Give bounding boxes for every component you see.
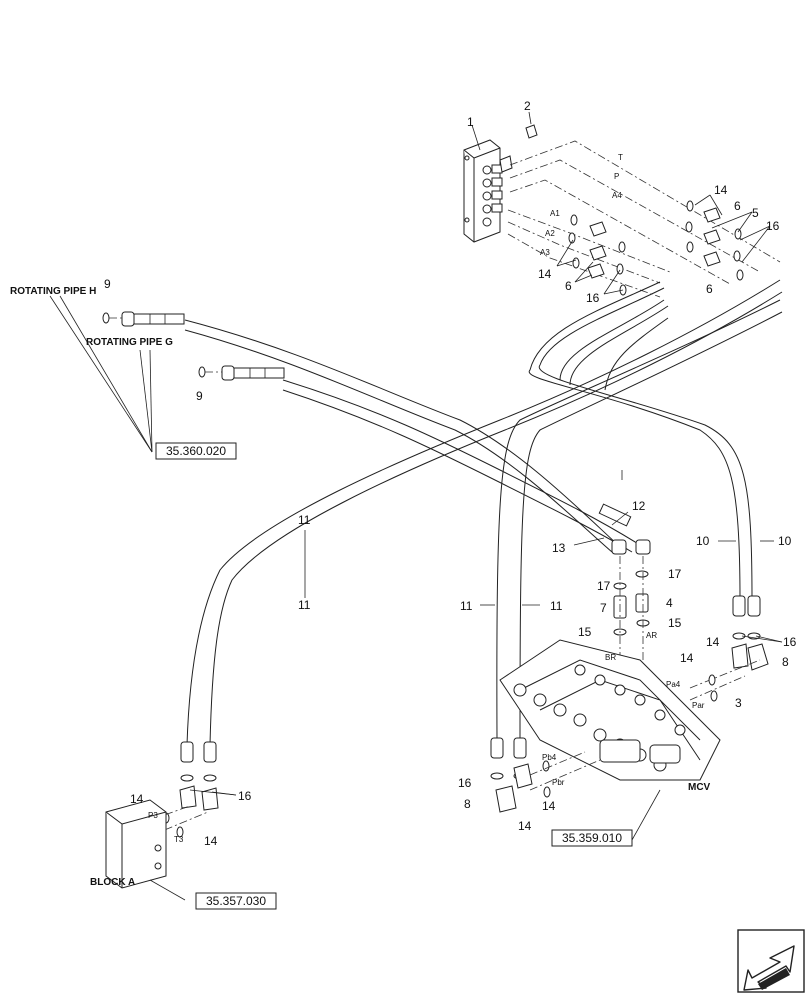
callout-14: 14 xyxy=(542,799,556,813)
callout-16: 16 xyxy=(586,291,600,305)
ref-35357-text: 35.357.030 xyxy=(206,894,266,908)
previous-page-arrow-icon[interactable] xyxy=(737,929,805,993)
label-mcv: MCV xyxy=(688,782,711,793)
callout-16: 16 xyxy=(238,789,252,803)
callout-12: 12 xyxy=(632,499,646,513)
port-label-a3: A3 xyxy=(540,248,550,257)
port-label-pbr: Pbr xyxy=(552,778,565,787)
rotating-pipe-couplings xyxy=(102,311,285,381)
callout-14: 14 xyxy=(130,792,144,806)
callout-11: 11 xyxy=(298,598,311,612)
callout-16: 16 xyxy=(458,776,472,790)
callout-4: 4 xyxy=(666,596,673,610)
callout-15: 15 xyxy=(668,616,682,630)
callout-17: 17 xyxy=(668,567,682,581)
callout-14: 14 xyxy=(706,635,720,649)
callout-16: 16 xyxy=(766,219,780,233)
port-label-pb4: Pb4 xyxy=(542,753,557,762)
port-label-p: P xyxy=(614,172,619,181)
callout-13: 13 xyxy=(552,541,566,555)
valve-block-1 xyxy=(463,139,513,243)
port-lines-top xyxy=(507,140,781,298)
callout-14: 14 xyxy=(538,267,552,281)
label-block-a: BLOCK A xyxy=(90,877,135,888)
callout-8: 8 xyxy=(464,797,471,811)
plug-2 xyxy=(525,111,538,139)
label-rotating-pipe-g: ROTATING PIPE G xyxy=(86,337,173,348)
block-a-fittings xyxy=(149,741,219,838)
ref-box-35360[interactable]: 35.360.020 xyxy=(155,442,237,460)
center-fittings xyxy=(598,503,651,700)
callout-14: 14 xyxy=(714,183,728,197)
mcv-control-valve xyxy=(499,639,721,781)
port-label-t: T xyxy=(618,153,623,162)
callout-14: 14 xyxy=(518,819,532,833)
callout-11: 11 xyxy=(298,513,311,527)
block-a xyxy=(105,799,167,889)
callout-3: 3 xyxy=(735,696,742,710)
callout-6: 6 xyxy=(734,199,741,213)
ref-35359-text: 35.359.010 xyxy=(562,831,622,845)
callout-6: 6 xyxy=(565,279,572,293)
bottom-elbow-fittings xyxy=(490,737,601,813)
port-label-a2: A2 xyxy=(545,229,555,238)
callout-2: 2 xyxy=(524,99,531,113)
fittings-left-group xyxy=(568,214,627,296)
callout-11: 11 xyxy=(460,599,473,613)
port-label-pa4: Pa4 xyxy=(666,680,681,689)
ref-box-35357[interactable]: 35.357.030 xyxy=(195,892,277,910)
callout-10: 10 xyxy=(778,534,792,548)
callout-17: 17 xyxy=(597,579,611,593)
callout-6: 6 xyxy=(706,282,713,296)
port-label-p3: P3 xyxy=(148,811,158,820)
callout-16: 16 xyxy=(783,635,797,649)
port-label-a1: A1 xyxy=(550,209,560,218)
ref-35360-text: 35.360.020 xyxy=(166,444,226,458)
callout-8: 8 xyxy=(782,655,789,669)
leader-lines xyxy=(49,124,783,901)
port-label-par: Par xyxy=(692,701,705,710)
right-elbow-fittings xyxy=(689,595,769,702)
port-label-br: BR xyxy=(605,653,616,662)
callout-11: 11 xyxy=(550,599,563,613)
callout-15: 15 xyxy=(578,625,592,639)
callout-14: 14 xyxy=(204,834,218,848)
callout-9: 9 xyxy=(104,277,111,291)
callout-14: 14 xyxy=(680,651,694,665)
port-label-ar: AR xyxy=(646,631,657,640)
callout-10: 10 xyxy=(696,534,710,548)
ref-box-35359[interactable]: 35.359.010 xyxy=(551,829,633,847)
callout-9: 9 xyxy=(196,389,203,403)
hose-pipes xyxy=(184,279,783,746)
port-label-t3: T3 xyxy=(174,835,184,844)
fittings-right-group xyxy=(685,200,744,281)
label-rotating-pipe-h: ROTATING PIPE H xyxy=(10,286,96,297)
callout-7: 7 xyxy=(600,601,607,615)
callout-1: 1 xyxy=(467,115,474,129)
port-label-a4: A4 xyxy=(612,191,622,200)
callout-5: 5 xyxy=(752,206,759,220)
